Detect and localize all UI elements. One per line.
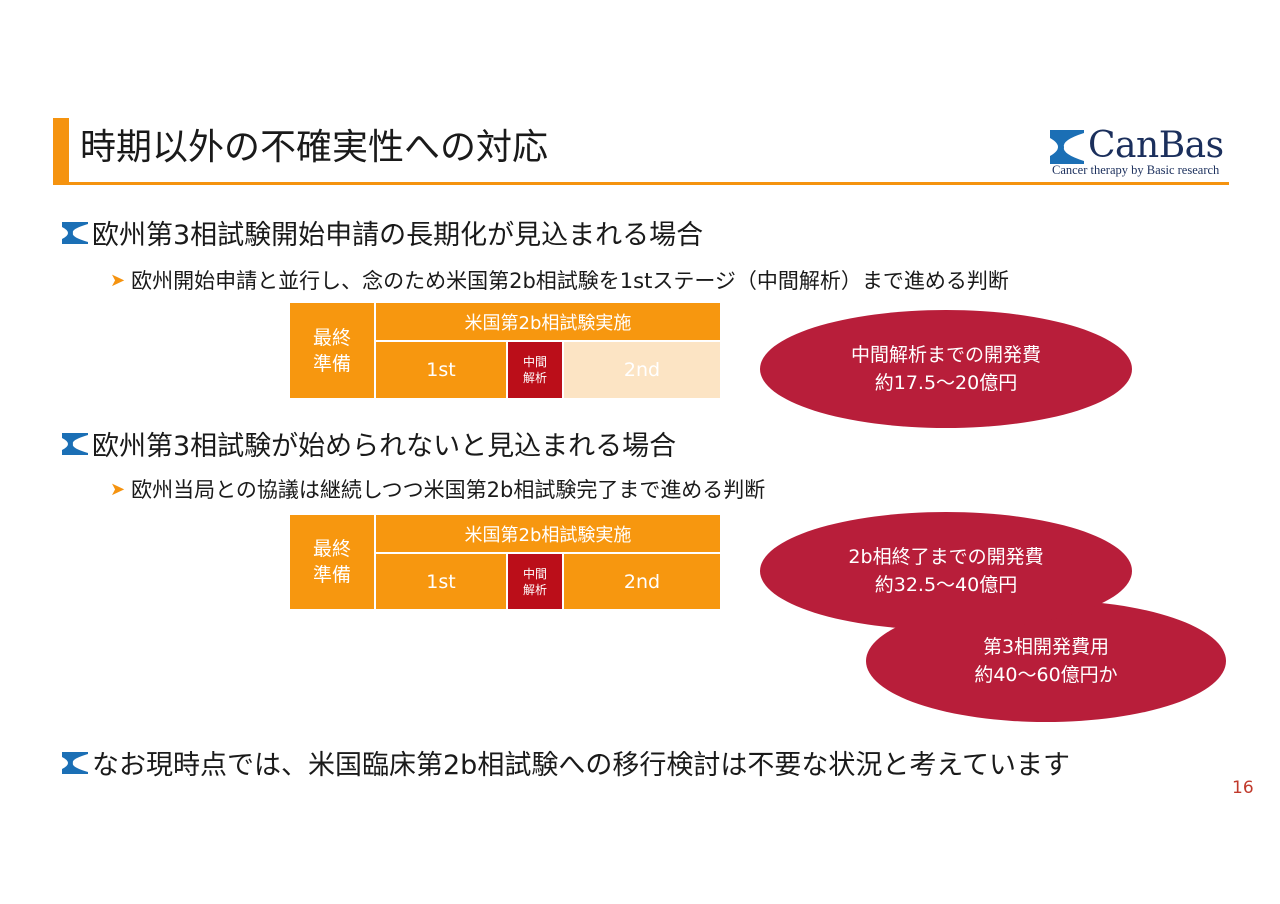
page-title: 時期以外の不確実性への対応 [80, 127, 549, 168]
phase2b-cost-oval: 2b相終了までの開発費 約32.5～40億円 [760, 512, 1132, 630]
bullet-icon [62, 432, 88, 455]
canbas-logo: CanBas Cancer therapy by Basic research [1050, 125, 1230, 180]
interim-analysis-cell: 中間解析 [508, 342, 562, 398]
section2-heading-text: 欧州第3相試験が始められないと見込まれる場合 [92, 431, 677, 462]
phase3-cost-line2: 約40～60億円か [974, 664, 1118, 686]
section2-heading: 欧州第3相試験が始められないと見込まれる場合 [62, 424, 676, 463]
interim-analysis-label: 中間解析 [522, 355, 547, 385]
arrow-bullet-icon: ➤ [110, 478, 126, 500]
bullet-icon [62, 751, 88, 774]
us-2b-trial-header: 米国第2b相試験実施 [376, 515, 720, 552]
interim-cost-oval: 中間解析までの開発費 約17.5～20億円 [760, 310, 1132, 428]
section1-subpoint-text: 欧州開始申請と並行し、念のため米国第2b相試験を1stステージ（中間解析）まで進… [131, 269, 1009, 293]
section1-subpoint: ➤ 欧州開始申請と並行し、念のため米国第2b相試験を1stステージ（中間解析）ま… [110, 265, 1009, 295]
final-prep-label: 最終準備 [312, 326, 351, 375]
title-divider [53, 182, 1229, 185]
interim-cost-line1: 中間解析までの開発費 [850, 344, 1041, 366]
title-accent-bar [53, 118, 69, 184]
phase2b-cost-line2: 約32.5～40億円 [874, 574, 1018, 596]
bullet-icon [62, 221, 88, 244]
logo-tagline: Cancer therapy by Basic research [1052, 163, 1220, 177]
phase2b-cost-line1: 2b相終了までの開発費 [848, 546, 1044, 568]
interim-analysis-label: 中間解析 [522, 566, 547, 597]
final-prep-label: 最終準備 [312, 538, 351, 586]
phase3-cost-line1: 第3相開発費用 [982, 636, 1110, 658]
section3-heading-text: なお現時点では、米国臨床第2b相試験への移行検討は不要な状況と考えています [92, 750, 1070, 781]
canbas-logo-mark-icon [1050, 130, 1084, 164]
section3-heading: なお現時点では、米国臨床第2b相試験への移行検討は不要な状況と考えています [62, 743, 1070, 782]
interim-cost-line2: 約17.5～20億円 [874, 372, 1018, 394]
arrow-bullet-icon: ➤ [110, 269, 126, 291]
stage-2nd-cell: 2nd [564, 342, 720, 398]
section2-subpoint: ➤ 欧州当局との協議は継続しつつ米国第2b相試験完了まで進める判断 [110, 474, 765, 504]
interim-analysis-cell: 中間解析 [508, 554, 562, 609]
page-number: 16 [1232, 778, 1254, 798]
section2-subpoint-text: 欧州当局との協議は継続しつつ米国第2b相試験完了まで進める判断 [131, 478, 766, 502]
stage-1st-cell: 1st [376, 554, 506, 609]
section1-heading: 欧州第3相試験開始申請の長期化が見込まれる場合 [62, 213, 703, 252]
logo-name: CanBas [1088, 125, 1224, 166]
us-2b-trial-header: 米国第2b相試験実施 [376, 303, 720, 340]
stage-1st-cell: 1st [376, 342, 506, 398]
final-prep-cell: 最終準備 [290, 303, 374, 398]
section1-heading-text: 欧州第3相試験開始申請の長期化が見込まれる場合 [92, 220, 704, 251]
final-prep-cell: 最終準備 [290, 515, 374, 609]
stage-2nd-cell: 2nd [564, 554, 720, 609]
